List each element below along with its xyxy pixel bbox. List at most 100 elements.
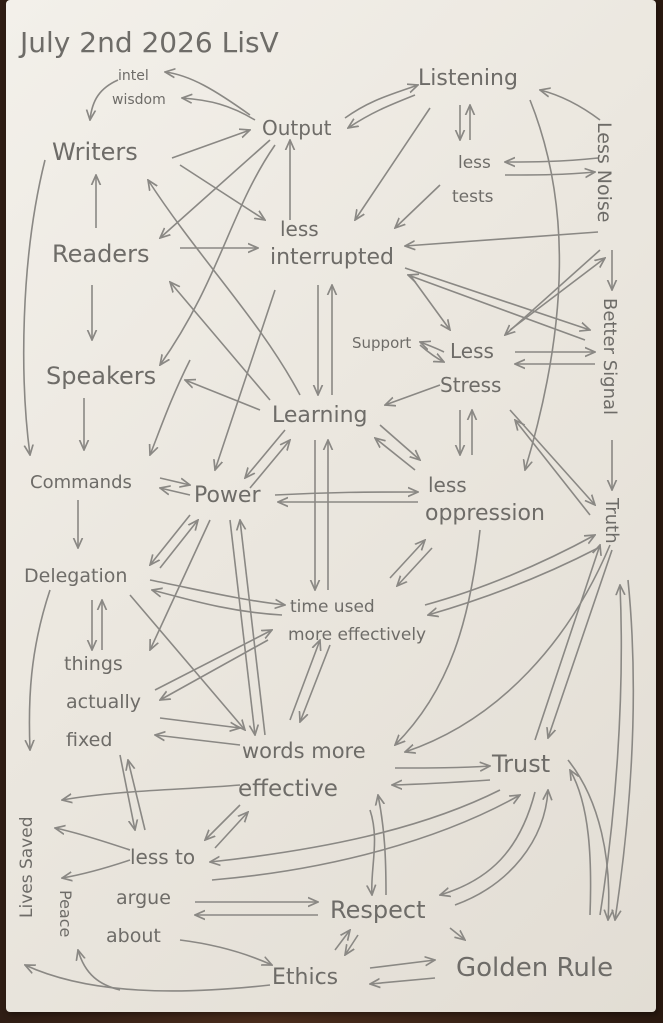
node-readers: Readers — [52, 240, 149, 268]
arrow-writers-output — [171, 130, 250, 159]
arrow-learning-readers — [170, 282, 271, 401]
arrow-truth-golden — [615, 579, 635, 920]
arrow-power-things — [150, 519, 211, 650]
node-intel: intel — [118, 68, 149, 84]
connection-arrows — [22, 72, 635, 992]
arrow-power-commands — [160, 488, 191, 496]
arrow-learning-power — [245, 429, 286, 478]
arrow-noise-listening — [540, 90, 601, 121]
node-golden-rule: Golden Rule — [456, 953, 613, 983]
node-time-used-line1: time used — [290, 597, 375, 617]
arrow-words-things — [155, 735, 241, 746]
arrow-things-words — [159, 717, 240, 728]
arrow-trust-lessto — [210, 789, 501, 862]
node-power: Power — [194, 483, 261, 508]
arrow-words-respect — [370, 809, 375, 895]
arrow-ethics-respect — [334, 930, 350, 951]
arrow-stress-learning — [385, 384, 441, 405]
node-delegation: Delegation — [24, 565, 127, 587]
arrow-lessto-words — [214, 812, 248, 849]
arrow-lesstests-noise — [504, 172, 595, 175]
arrow-golden-trust — [570, 770, 592, 916]
arrow-signal-lessint — [408, 275, 586, 341]
arrow-writers-commands — [22, 159, 46, 455]
arrow-time-oppression — [389, 540, 425, 579]
arrow-respect-words — [378, 795, 387, 896]
node-writers: Writers — [52, 138, 138, 166]
arrow-golden-truth — [599, 585, 621, 916]
node-words-effective-line2: effective — [238, 776, 338, 802]
node-things-fixed-line3: fixed — [66, 729, 112, 751]
arrow-lessto-things — [128, 760, 146, 831]
arrow-truth-trust — [548, 549, 613, 738]
node-less-interrupted-line2: interrupted — [270, 245, 394, 270]
node-wisdom: wisdom — [112, 92, 166, 108]
arrow-time-things — [160, 639, 269, 700]
node-labels: July 2nd 2026 LisV intel wisdom Output L… — [17, 26, 622, 990]
node-respect: Respect — [330, 896, 425, 924]
arrow-stress-support — [420, 342, 445, 353]
arrow-trust-words — [392, 779, 491, 785]
arrow-output-listening — [344, 85, 418, 119]
arrow-trust-respect — [440, 791, 536, 895]
arrow-lessto-trust — [211, 795, 520, 881]
arrow-golden-ethics — [370, 977, 436, 984]
arrow-power-delegation — [150, 514, 191, 565]
node-learning: Learning — [272, 403, 368, 428]
arrow-words-trust — [394, 766, 490, 768]
arrow-lessto-lives — [55, 828, 131, 851]
arrow-truth-time — [428, 547, 599, 615]
arrow-power-oppression — [274, 492, 418, 495]
arrow-truth-stress — [515, 420, 591, 516]
node-truth: Truth — [601, 497, 622, 544]
arrow-truth-words — [405, 544, 611, 752]
node-time-used-line2: more effectively — [288, 625, 426, 645]
arrow-ethics-peace — [78, 950, 121, 991]
arrow-respect-trust — [454, 790, 548, 906]
node-output: Output — [262, 116, 332, 140]
arrow-oppression-time — [397, 547, 433, 586]
node-ethics: Ethics — [272, 965, 338, 990]
node-lives-saved: Lives Saved — [17, 817, 37, 919]
arrow-learning-writers — [148, 180, 301, 396]
node-less-tests-line1: less — [458, 153, 491, 173]
arrow-speakers-commands2 — [150, 359, 191, 455]
node-commands: Commands — [30, 472, 132, 493]
arrow-noise-lesstests — [505, 158, 599, 162]
node-less-to-argue-line1: less to — [130, 845, 195, 869]
arrow-oppression-words — [395, 529, 481, 745]
arrow-output-intel — [165, 72, 251, 116]
arrow-output-speakers — [160, 144, 276, 365]
node-support: Support — [352, 334, 411, 352]
node-words-effective-line1: words more — [242, 739, 366, 763]
arrow-words-lessto — [205, 804, 241, 840]
arrow-respect-ethics — [345, 934, 359, 955]
arrow-lessint-signal — [404, 267, 590, 330]
node-speakers: Speakers — [46, 362, 156, 390]
node-better-signal: Better Signal — [599, 298, 620, 415]
arrow-lessto-peace — [62, 859, 131, 878]
node-listening: Listening — [418, 66, 518, 91]
arrow-time-delegation — [152, 590, 283, 616]
arrow-words-power — [240, 520, 266, 736]
node-things-fixed-line1: things — [64, 653, 123, 675]
arrow-noise-lessint — [405, 231, 599, 246]
node-less-interrupted-line1: less — [280, 217, 319, 241]
node-less-tests-line2: tests — [452, 187, 494, 207]
arrow-words-time — [289, 640, 320, 721]
arrow-things-time — [154, 630, 272, 691]
arrow-writers-lessint — [179, 164, 265, 220]
arrow-learning-speakers — [185, 380, 261, 411]
arrow-words-lives — [62, 784, 241, 800]
node-trust: Trust — [491, 750, 550, 778]
arrow-listening-oppression — [525, 99, 561, 470]
node-less-noise: Less Noise — [593, 122, 615, 222]
arrow-intel-writers — [90, 79, 119, 120]
node-less-stress-line1: Less — [450, 339, 494, 363]
node-less-oppression-line1: less — [428, 473, 467, 497]
arrow-listening-output — [348, 94, 416, 128]
arrow-power-words — [229, 519, 255, 735]
arrow-power-learning — [249, 440, 290, 489]
arrow-trust-truth — [534, 545, 600, 741]
